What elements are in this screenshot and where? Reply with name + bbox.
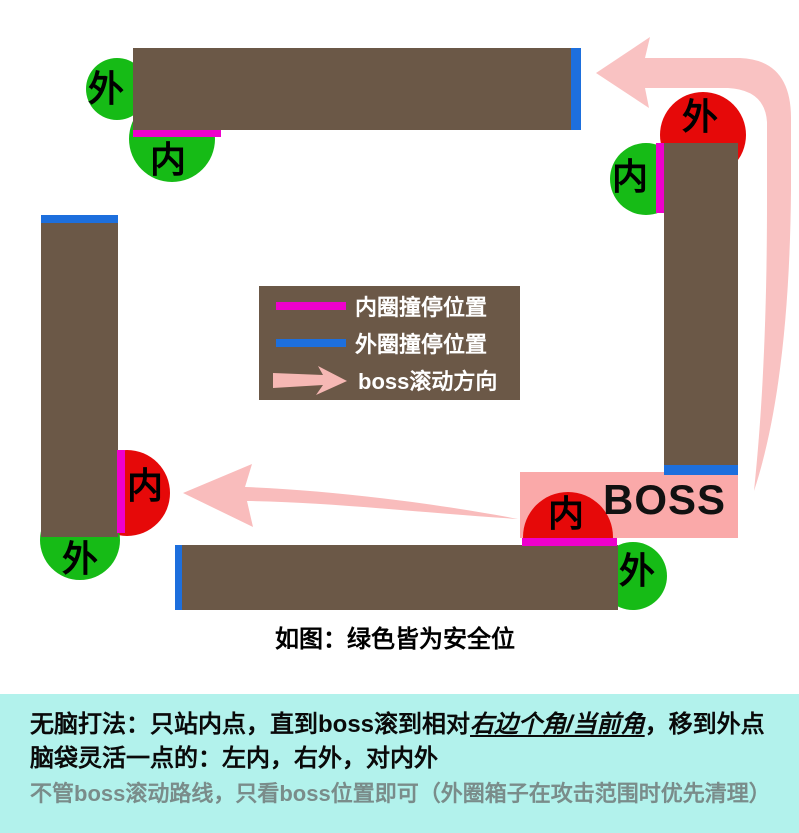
legend-label: boss滚动方向 — [358, 369, 498, 394]
outer-stop-line — [175, 545, 182, 610]
legend-box: 内圈撞停位置 外圈撞停位置 boss滚动方向 — [259, 286, 520, 400]
legend-item-inner-stop: 内圈撞停位置 — [259, 289, 520, 323]
legend-item-roll-direction: boss滚动方向 — [259, 363, 520, 397]
legend-item-outer-stop: 外圈撞停位置 — [259, 326, 520, 360]
note-line-1-underlined: 右边个角/当前角 — [470, 711, 645, 738]
pink-arrow-icon — [273, 366, 347, 395]
wall-right — [664, 143, 738, 475]
legend-label: 内圈撞停位置 — [355, 295, 488, 320]
boss-label: BOSS — [603, 476, 727, 523]
note-line-1-pre: 无脑打法：只站内点，直到boss滚到相对 — [30, 711, 471, 738]
note-line-1: 无脑打法：只站内点，直到boss滚到相对右边个角/当前角，移到外点 — [30, 704, 765, 739]
marker-label-outer: 外 — [62, 538, 99, 579]
outer-stop-line — [664, 465, 738, 475]
strategy-notes-panel: 无脑打法：只站内点，直到boss滚到相对右边个角/当前角，移到外点 脑袋灵活一点… — [0, 694, 799, 833]
wall-top — [133, 48, 581, 130]
outer-stop-line — [41, 215, 118, 223]
inner-stop-line — [656, 143, 664, 213]
inner-stop-line — [522, 538, 617, 546]
marker-label-inner: 内 — [548, 493, 585, 534]
legend-label: 外圈撞停位置 — [355, 332, 488, 357]
marker-label-inner: 内 — [150, 139, 187, 180]
inner-stop-swatch — [276, 302, 346, 310]
diagram-caption: 如图：绿色皆为安全位 — [275, 626, 515, 653]
wall-bottom — [175, 545, 618, 610]
outer-stop-swatch — [276, 339, 346, 347]
marker-label-outer: 外 — [619, 550, 656, 591]
inner-stop-line — [133, 130, 221, 137]
marker-label-inner: 内 — [612, 156, 649, 197]
marker-label-inner: 内 — [127, 465, 164, 506]
note-line-3: 不管boss滚动路线，只看boss位置即可（外圈箱子在攻击范围时优先清理） — [30, 781, 771, 806]
inner-stop-line — [117, 450, 125, 533]
note-line-2: 脑袋灵活一点的：左内，右外，对内外 — [30, 745, 438, 772]
outer-stop-line — [571, 48, 581, 130]
note-line-1-post: ，移到外点 — [644, 711, 765, 738]
wall-left — [41, 216, 118, 537]
straight-roll-arrow — [183, 464, 518, 527]
marker-label-outer: 外 — [88, 68, 125, 109]
marker-label-outer: 外 — [682, 96, 719, 137]
